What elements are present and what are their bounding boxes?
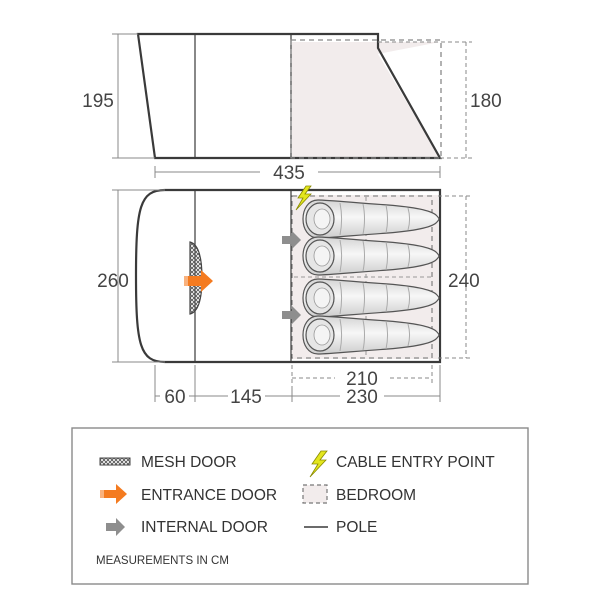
bedroom-icon	[302, 484, 328, 504]
width-right-label: 240	[448, 271, 480, 292]
dimension-height-right	[378, 41, 472, 159]
dimension-width-right	[438, 195, 472, 359]
side-view: 195 180	[82, 32, 502, 160]
entrance-door-arrow	[188, 270, 213, 292]
legend-cable-entry-label: CABLE ENTRY POINT	[336, 454, 495, 471]
mesh-door-icon	[99, 457, 131, 466]
dimension-total-length	[154, 166, 441, 178]
segment-porch-label: 60	[164, 387, 185, 408]
dimension-segments	[154, 365, 441, 402]
segment-living-label: 145	[230, 387, 262, 408]
width-left-label: 260	[97, 271, 129, 292]
legend: MESH DOOR ENTRANCE DOOR INTERNAL DOOR CA…	[71, 427, 529, 585]
cable-entry-point-icon	[295, 185, 312, 211]
side-height-right-label: 180	[470, 91, 502, 112]
bedroom-length-label: 210	[346, 369, 378, 390]
legend-bedroom-label: BEDROOM	[336, 487, 416, 504]
legend-box	[71, 427, 529, 585]
total-length-label: 435	[273, 163, 305, 184]
legend-mesh-door-label: MESH DOOR	[141, 454, 237, 471]
dimension-height-left	[112, 33, 155, 159]
floor-plan: 435 260	[97, 163, 480, 408]
dimension-bedroom-length	[291, 365, 433, 383]
entrance-door-icon	[100, 484, 127, 504]
legend-entrance-door-label: ENTRANCE DOOR	[141, 487, 277, 504]
legend-internal-door-label: INTERNAL DOOR	[141, 519, 268, 536]
cable-entry-icon	[309, 450, 328, 478]
measurements-note: MEASUREMENTS IN CM	[96, 555, 229, 567]
legend-pole-label: POLE	[336, 519, 377, 536]
dimension-width-left	[112, 189, 165, 363]
side-height-left-label: 195	[82, 91, 114, 112]
segment-bedroom-label: 230	[346, 387, 378, 408]
